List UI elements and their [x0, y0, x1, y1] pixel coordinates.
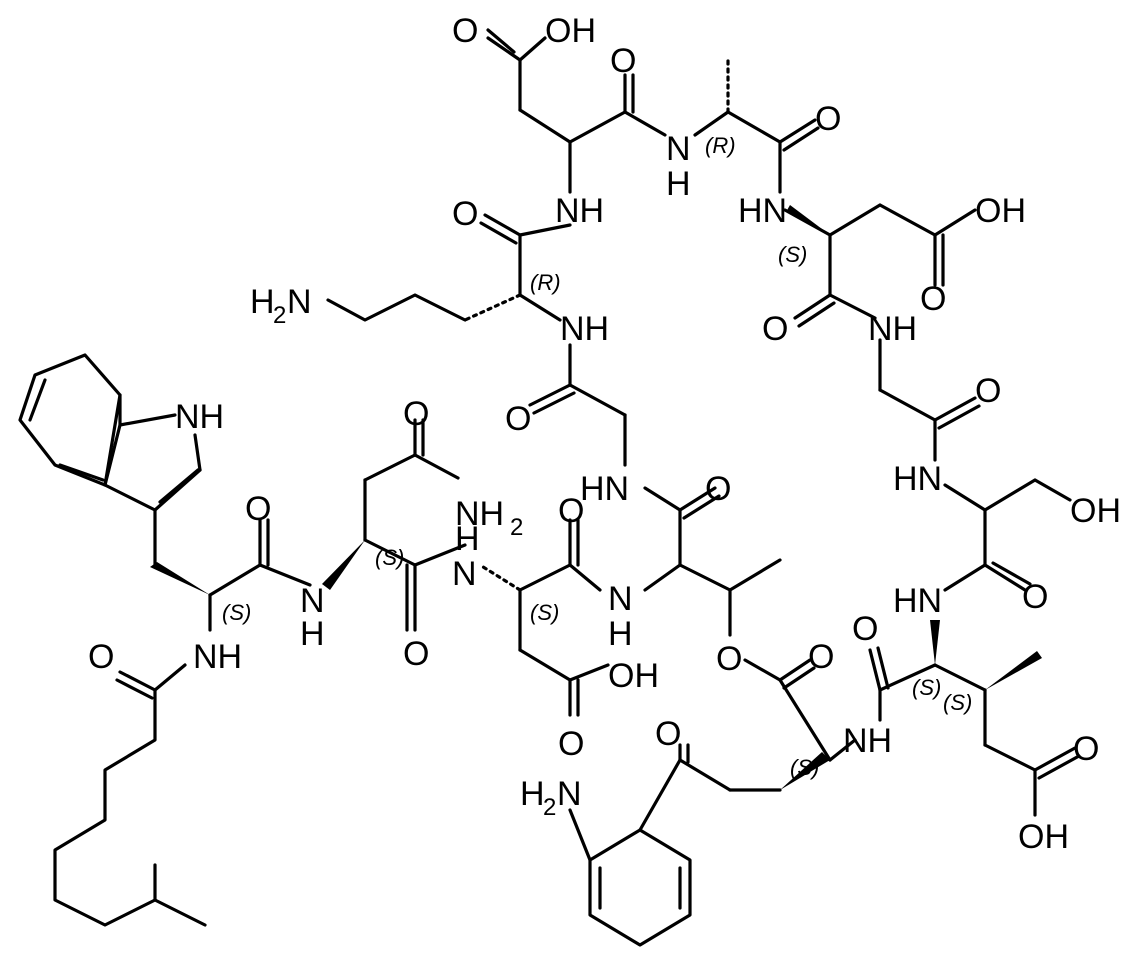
asn-nh2-sub: 2	[510, 514, 523, 541]
stereo-ala: (R)	[705, 133, 736, 158]
acyl-o: O	[88, 638, 114, 676]
atom-labels: O OH O N H O HN OH O O NH O HN OH O HN O…	[88, 12, 1121, 856]
stereo-asp3: (S)	[530, 600, 559, 625]
cooh-top-oh: OH	[545, 12, 596, 50]
asn-nh-h: H	[300, 615, 325, 653]
orn-nh: NH	[560, 310, 609, 348]
asp3-o: O	[558, 492, 584, 530]
stereo-ile-b: (S)	[943, 690, 972, 715]
ser-o: O	[1022, 578, 1048, 616]
stereo-asp2: (S)	[778, 242, 807, 267]
stereo-ile-a: (S)	[912, 675, 941, 700]
cooh-top-o: O	[452, 12, 478, 50]
bonds	[18, 28, 1081, 947]
ser-hn: HN	[893, 460, 942, 498]
orn-h2n-h: H	[250, 283, 275, 321]
asp2-amide-o: O	[762, 310, 788, 348]
asn-amide-o: O	[403, 395, 429, 433]
stereo-kyn: (S)	[790, 755, 819, 780]
acid-right-oh: OH	[1018, 818, 1069, 856]
thr-nh-h: H	[608, 615, 633, 653]
asp3-nh-h: H	[455, 520, 480, 558]
kyn-h2n-h: H	[520, 775, 545, 813]
acid-right-o: O	[1073, 730, 1099, 768]
asp3-n: N	[452, 555, 477, 593]
trp-nh: NH	[193, 638, 242, 676]
asn-n: N	[300, 582, 325, 620]
orn-h2n-n: N	[287, 283, 312, 321]
thr-n: N	[608, 580, 633, 618]
ester-o-carbonyl: O	[808, 638, 834, 676]
stereo-descriptors: (R) (S) (R) (S) (S) (S) (S) (S) (S)	[222, 133, 972, 780]
gly2-nh: NH	[868, 310, 917, 348]
ala-n: N	[666, 130, 691, 168]
trp-o: O	[245, 490, 271, 528]
asp1-nh: NH	[555, 192, 604, 230]
stereo-orn: (R)	[530, 270, 561, 295]
asp3-acid-o: O	[558, 725, 584, 763]
stereo-trp: (S)	[222, 600, 251, 625]
ser-oh: OH	[1070, 492, 1121, 530]
wedges	[150, 205, 1042, 790]
asp2-oh: OH	[975, 192, 1026, 230]
gly2-o: O	[975, 372, 1001, 410]
asn-nh2: NH	[455, 495, 504, 533]
kyn-ketone-o: O	[655, 715, 681, 753]
asp3-oh: OH	[608, 657, 659, 695]
kyn-h2n-n: N	[557, 775, 582, 813]
ala-carbonyl-o: O	[610, 42, 636, 80]
orn-h2n-sub: 2	[273, 302, 286, 329]
thr-o: O	[705, 470, 731, 508]
ile-hn: HN	[893, 582, 942, 620]
orn-o: O	[452, 195, 478, 233]
stereo-asn: (S)	[375, 545, 404, 570]
gly1-o: O	[505, 400, 531, 438]
asp2-hn: HN	[738, 192, 787, 230]
kyn-nh: NH	[843, 722, 892, 760]
ala-nh-h: H	[666, 165, 691, 203]
asp2-acid-o: O	[920, 280, 946, 318]
kyn-h2n-sub: 2	[543, 794, 556, 821]
ala-right-o: O	[815, 100, 841, 138]
ile-o: O	[852, 610, 878, 648]
indole-nh: NH	[175, 398, 224, 436]
asn-o: O	[403, 635, 429, 673]
thr-hn-top: HN	[580, 470, 629, 508]
ester-o-link: O	[716, 640, 742, 678]
